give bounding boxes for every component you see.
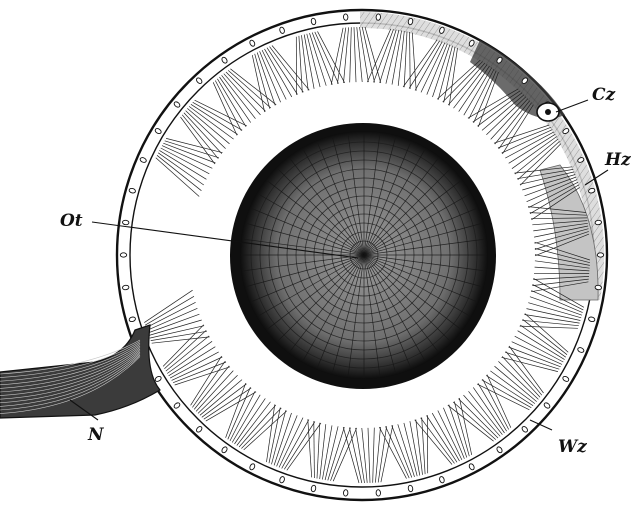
- wall-cell: [376, 14, 381, 21]
- cz-cell: [537, 103, 559, 121]
- otolith: [230, 123, 496, 389]
- label-ot: Ot: [60, 211, 83, 231]
- leader-line-cz: [556, 100, 588, 112]
- label-hz: Hz: [604, 150, 631, 170]
- label-wz: Wz: [558, 437, 587, 457]
- wall-cell: [122, 220, 129, 225]
- wall-cell: [597, 253, 603, 257]
- label-cz: Cz: [592, 85, 616, 105]
- nerve-bundle: [0, 325, 160, 418]
- wall-cell: [343, 490, 348, 497]
- label-n: N: [87, 425, 105, 445]
- wall-cell: [595, 285, 602, 290]
- otolith-radial-rays: [242, 133, 486, 377]
- wall-cell: [595, 220, 602, 225]
- wall-cell: [376, 490, 381, 497]
- wall-cell: [343, 14, 348, 21]
- wall-cell: [122, 285, 129, 290]
- wall-cell: [120, 253, 126, 257]
